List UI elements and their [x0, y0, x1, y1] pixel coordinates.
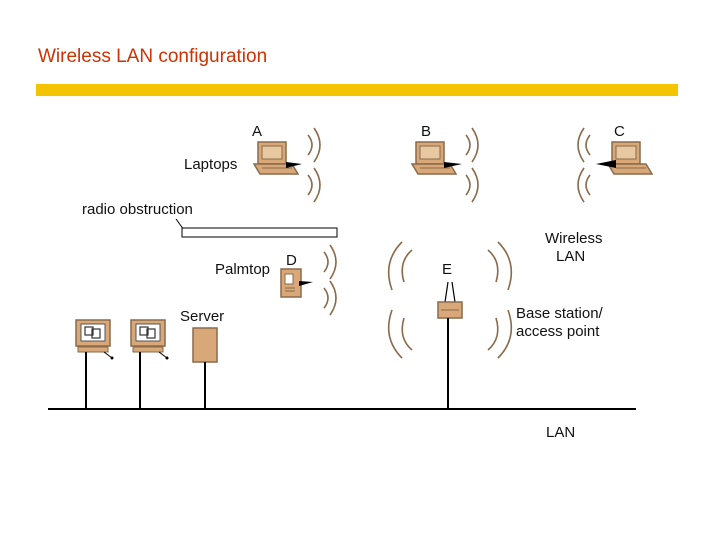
radio-wave-icon — [577, 167, 591, 203]
label-E: E — [442, 261, 452, 278]
label-base-line1: Base station/ — [516, 305, 604, 322]
label-wireless-line2: LAN — [556, 248, 585, 265]
radio-wave-icon — [323, 244, 337, 280]
radio-wave-icon — [307, 167, 321, 203]
radio-wave-icon — [387, 241, 513, 359]
laptop-icon — [253, 141, 302, 175]
palmtop-icon — [280, 268, 313, 298]
label-server: Server — [180, 308, 224, 325]
laptop-icon — [596, 141, 653, 175]
radio-wave-icon — [577, 127, 591, 163]
slide-title: Wireless LAN configuration — [38, 46, 268, 67]
label-radio-obstruction: radio obstruction — [82, 201, 193, 218]
label-D: D — [286, 252, 297, 269]
label-B: B — [421, 123, 431, 140]
base-station-icon — [437, 281, 463, 319]
radio-wave-icon — [465, 127, 479, 163]
radio-wave-icon — [323, 280, 337, 316]
label-palmtop: Palmtop — [215, 261, 270, 278]
workstation-icon — [75, 319, 111, 353]
radio-wave-icon — [307, 127, 321, 163]
radio-wave-icon — [465, 167, 479, 203]
label-base-line2: access point — [516, 323, 600, 340]
label-wireless-line1: Wireless — [545, 230, 603, 247]
server-icon — [192, 327, 218, 363]
workstation-icon — [130, 319, 166, 353]
title-accent-bar — [36, 84, 678, 96]
laptop-icon — [411, 141, 462, 175]
label-C: C — [614, 123, 625, 140]
label-A: A — [252, 123, 262, 140]
label-laptops: Laptops — [184, 156, 237, 173]
radio-obstruction-wall — [181, 227, 338, 238]
label-lan: LAN — [546, 424, 575, 441]
